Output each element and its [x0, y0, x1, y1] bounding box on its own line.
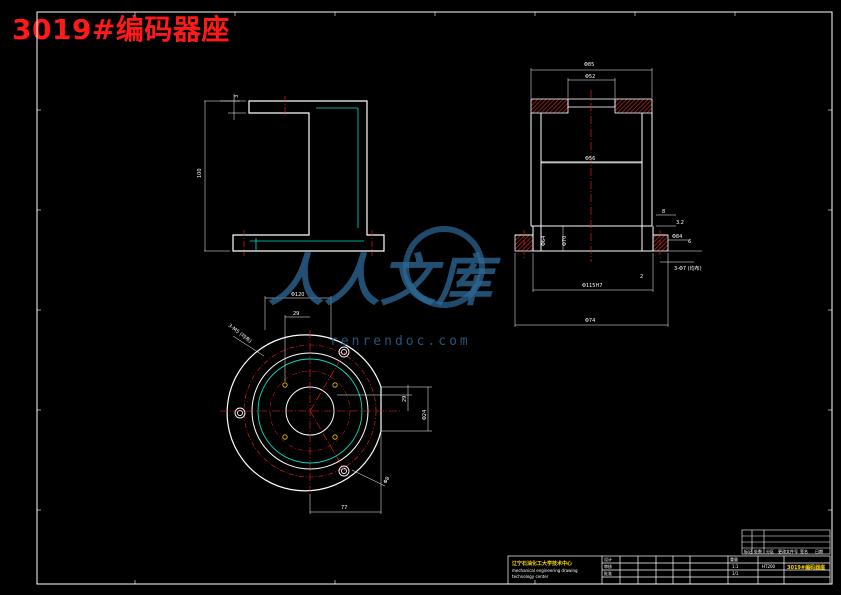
title-block-sheet: 1/1 — [732, 571, 739, 576]
side-dim-3-2: 3.2 — [676, 220, 684, 226]
revision-header: 标记 — [744, 548, 752, 554]
title-block-approved: 批准 — [604, 570, 612, 576]
side-dim-bolts: 3-Φ7 (均布) — [674, 265, 702, 272]
top-dim-120: Φ120 — [291, 292, 304, 298]
revision-header: 日期 — [815, 548, 823, 554]
drawing-title: 3019#编码器座 — [12, 13, 230, 46]
side-dim-56: Φ56 — [585, 156, 595, 162]
side-dim-52: Φ52 — [585, 74, 595, 80]
top-dim-29a: 29 — [293, 311, 299, 317]
front-view: 3 100 — [197, 94, 385, 256]
top-view: Φ120 29 3-M5 (均布) 29 Φ24 77 Φ8 — [220, 292, 432, 514]
top-dim-8: Φ8 — [383, 476, 392, 485]
revision-header: 更改文件号 — [778, 548, 798, 554]
side-dim-2: 2 — [640, 274, 643, 280]
base-flange-outline — [515, 226, 668, 252]
mounting-holes — [234, 346, 350, 477]
side-dim-115: Φ115H7 — [582, 283, 602, 289]
side-view-dimension-lines — [514, 68, 702, 327]
revision-header: 签名 — [800, 548, 808, 554]
school-subtitle: mechanical engineering drawing — [512, 568, 578, 573]
title-block-weight: 重量 — [730, 556, 738, 562]
front-dim-100: 100 — [197, 168, 203, 178]
front-view-outline — [232, 100, 385, 252]
title-block-part-name: 3019#编码器座 — [787, 564, 825, 571]
top-flange-right-section — [614, 98, 653, 114]
watermark-text: 人人文库 — [268, 248, 501, 314]
base-flange-right-section — [652, 234, 669, 252]
top-view-centerlines — [220, 330, 400, 492]
tapped-holes — [282, 382, 338, 440]
revision-header: 分区 — [766, 548, 774, 554]
side-view: Φ85 Φ52 Φ56 8 3.2 Φ64 Φ70 Φ84 6 2 Φ115H7… — [514, 62, 702, 327]
top-view-outline — [226, 334, 382, 492]
title-block-scale: 1:1 — [732, 564, 739, 569]
title-block-material: HT200 — [762, 564, 776, 569]
front-view-hidden-lines — [250, 107, 364, 251]
side-view-body — [530, 113, 653, 227]
side-dim-64: Φ64 — [541, 236, 547, 246]
watermark: 人人文库 renrendoc.com — [268, 226, 501, 349]
mounting-hole — [338, 465, 350, 477]
school-name: 辽宁石油化工大学技术中心 — [512, 560, 572, 567]
mounting-hole — [234, 407, 246, 419]
revision-header: 处数 — [754, 548, 762, 554]
front-view-dimension-lines — [204, 94, 246, 252]
mounting-hole — [338, 346, 350, 358]
front-dim-3: 3 — [234, 95, 240, 98]
top-view-dimension-lines — [232, 296, 432, 514]
side-dim-8: 8 — [662, 209, 665, 215]
top-dim-77: 77 — [341, 505, 347, 511]
sheet-border — [36, 11, 833, 585]
title-block — [507, 555, 831, 585]
top-flange-left-section — [530, 98, 569, 114]
zone-ticks — [37, 12, 832, 584]
side-dim-85: Φ85 — [584, 62, 594, 68]
top-dim-29b: 29 — [402, 396, 408, 402]
side-dim-74: Φ74 — [585, 318, 595, 324]
side-dim-84: Φ84 — [672, 234, 682, 240]
side-dim-70: Φ70 — [562, 236, 568, 246]
watermark-url: renrendoc.com — [330, 334, 471, 349]
title-block-drawn: 设计 — [604, 556, 612, 562]
top-flange-bore — [567, 98, 616, 108]
watermark-logo — [403, 226, 485, 308]
revision-block — [741, 529, 831, 555]
side-dim-6: 6 — [688, 239, 691, 245]
top-dim-tapped: 3-M5 (均布) — [227, 322, 253, 345]
school-subtitle-2: technology center — [512, 574, 549, 579]
top-dim-24: Φ24 — [422, 410, 428, 420]
title-block-checked: 审核 — [604, 563, 612, 569]
